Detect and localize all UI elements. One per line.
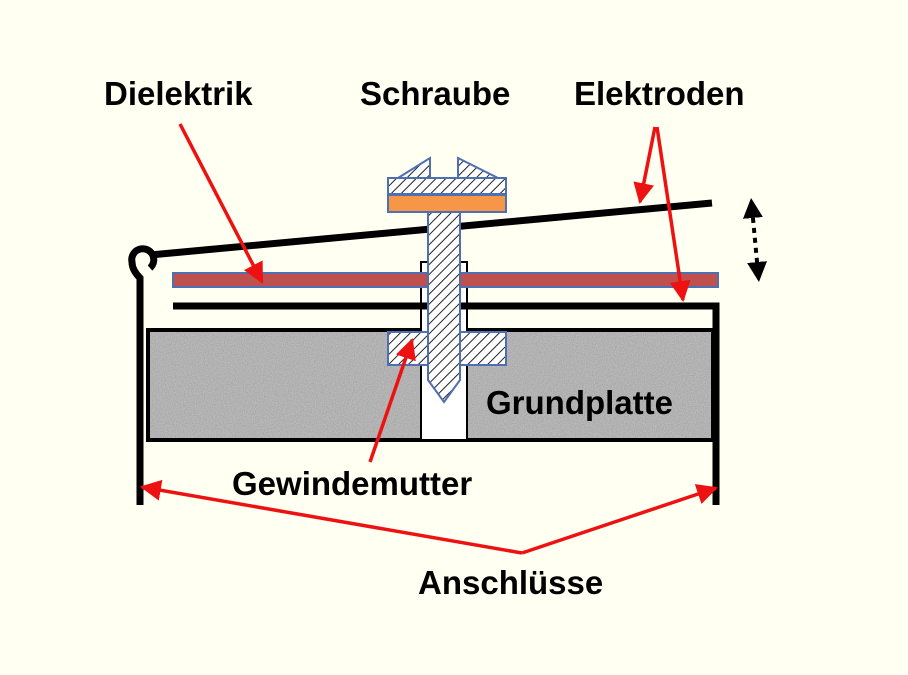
screw-head-left-lug [394, 156, 431, 179]
label-elektroden: Elektroden [574, 75, 745, 112]
screw-washer [387, 194, 507, 213]
lower-electrode [173, 302, 720, 505]
label-grundplatte: Grundplatte [486, 384, 673, 421]
arrow-gewindemutter [368, 338, 416, 463]
dotted-double-arrow-icon [742, 198, 768, 282]
label-schraube: Schraube [360, 75, 511, 112]
left-terminal [128, 245, 158, 505]
screw-head [387, 177, 507, 195]
label-gewindemutter: Gewindemutter [232, 465, 473, 502]
arrow-elektroden-upper [633, 126, 657, 205]
arrow-elektroden-lower [655, 126, 691, 303]
arrow-anschluss-left [139, 479, 523, 555]
screw-head-right-lug [457, 156, 499, 179]
label-dielektrik: Dielektrik [104, 75, 253, 112]
label-anschluesse: Anschlüsse [418, 564, 604, 601]
screw-shank [427, 211, 461, 404]
arrow-anschluss-right [521, 484, 718, 555]
arrow-dielektrik [178, 123, 264, 284]
